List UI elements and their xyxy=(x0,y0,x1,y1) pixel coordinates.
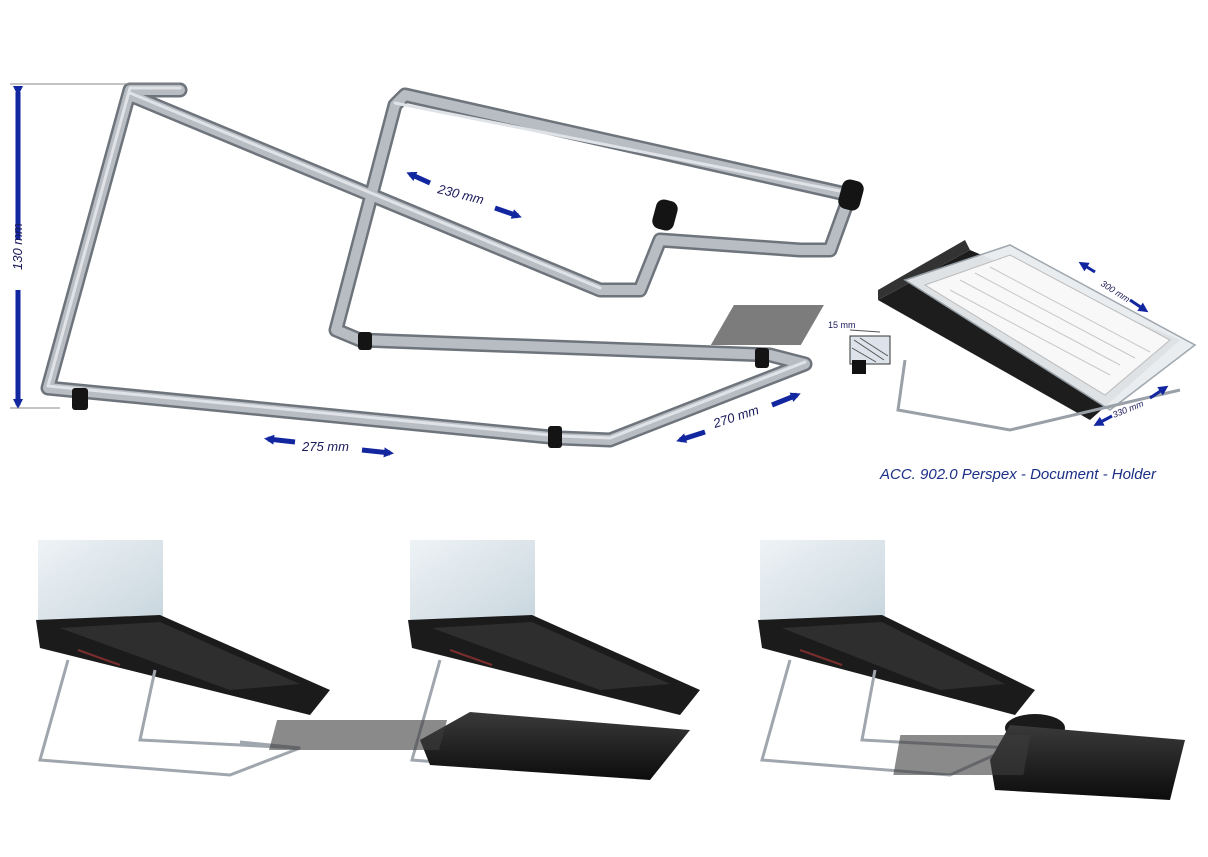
rubber-caps xyxy=(72,179,864,448)
usage-photo-2 xyxy=(269,540,700,780)
perspex-holder-photo xyxy=(710,240,1197,432)
dim-perspex-lip-label: 15 mm xyxy=(828,320,856,330)
dimension-arrows xyxy=(13,86,801,458)
laptop-stand-frame xyxy=(40,82,858,448)
usage-photo-3 xyxy=(758,540,1185,800)
dim-base-depth-label: 270 mm xyxy=(710,402,760,431)
dim-base-left-label: 275 mm xyxy=(301,439,349,454)
product-caption: ACC. 902.0 Perspex - Document - Holder xyxy=(880,466,1156,483)
usage-photo-1 xyxy=(36,540,330,777)
dim-height-label: 130 mm xyxy=(10,223,25,270)
dim-top-width-label: 230 mm xyxy=(435,181,485,207)
